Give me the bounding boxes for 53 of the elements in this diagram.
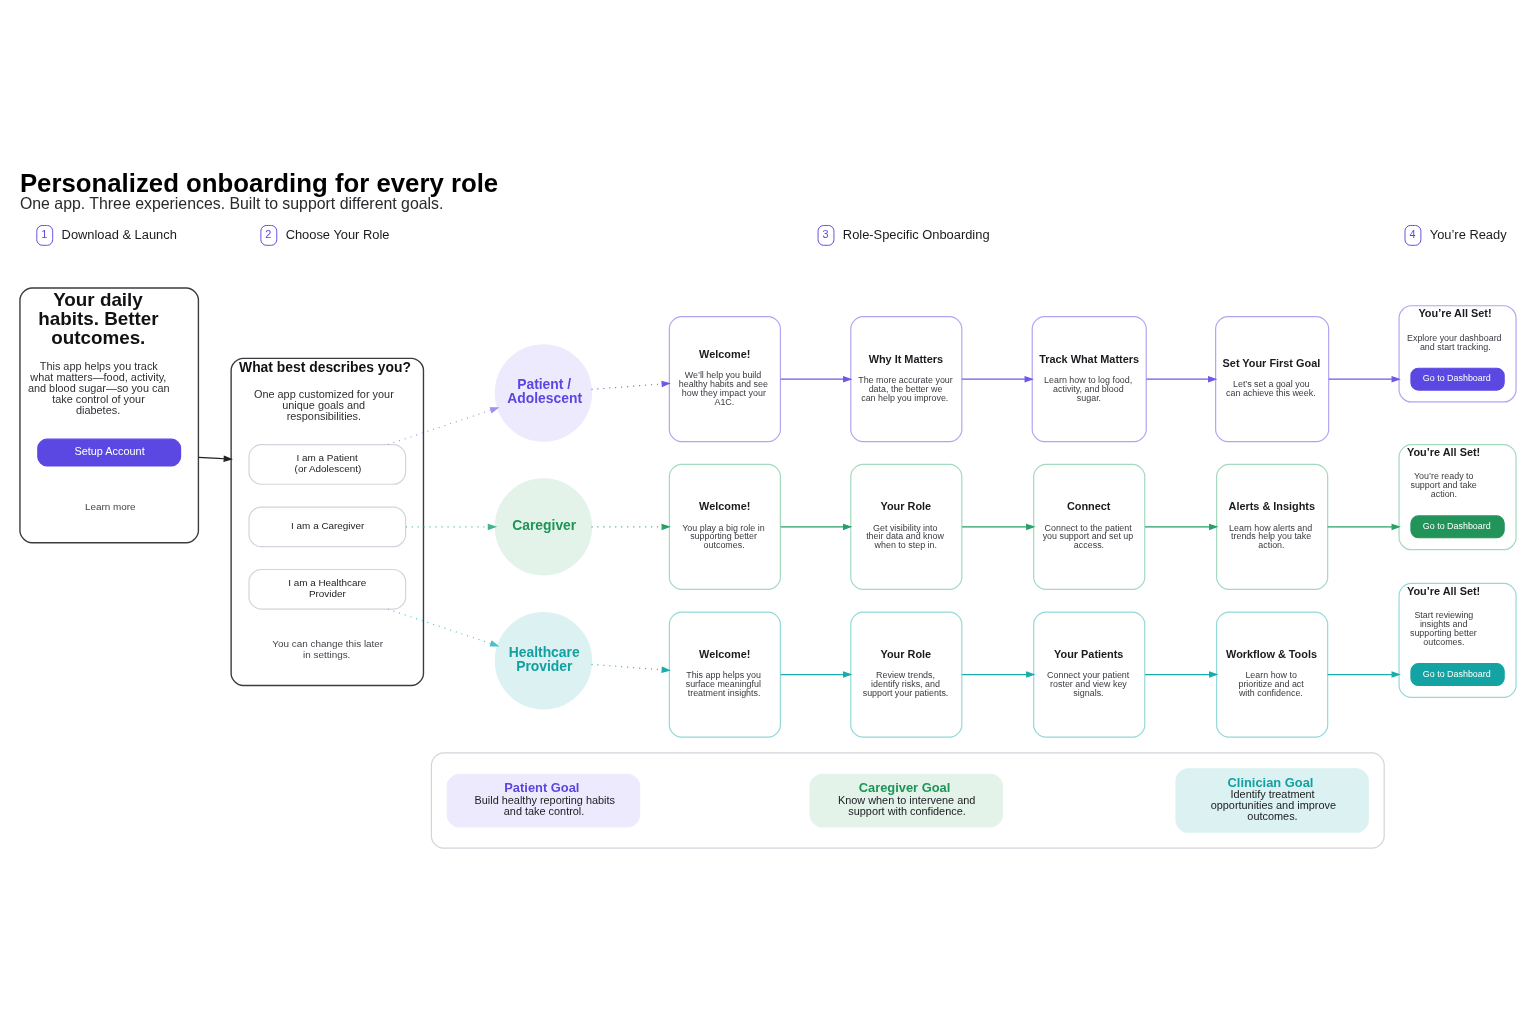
arrow [591,380,671,390]
arrow [961,375,1034,383]
arrow [405,523,498,531]
arrow [1145,375,1218,383]
node-box: Set Your First Goal Let’s set a goal you can achieve this week. [1215,316,1330,443]
arrow [387,608,500,647]
arrow [1144,523,1219,531]
node-box: Go to Dashboard [1410,367,1505,391]
arrow [1327,671,1401,678]
node-box: I am a Caregiver [248,506,407,548]
node-box: 2 [260,224,278,246]
node-circle: Caregiver [494,478,593,576]
node-circle: Patient / Adolescent [494,344,593,442]
arrow [1328,375,1401,383]
node-box: I am a Healthcare Provider [248,568,407,610]
arrow [961,671,1036,678]
node-circle: Healthcare Provider [494,612,593,710]
cluster [430,752,1385,849]
arrow [1144,671,1219,678]
arrow [961,523,1036,531]
node-box: Setup Account [37,438,182,467]
node-box: Alerts & Insights Learn how alerts and trends help you take action. [1216,463,1329,590]
node-label: Choose Your Role [285,226,390,242]
node-box: Your Role Get visibility into their data and know when to step in. [850,463,963,590]
node-box: Track What Matters Learn how to log food, activity, and blood sugar. [1031,316,1147,443]
node-label: Role-Specific Onboarding [842,226,990,242]
arrow [780,523,853,531]
arrow [780,671,853,678]
arrow [197,455,233,463]
arrow [780,375,853,383]
node-box: Workflow & Tools Learn how to prioritize and act with confidence. [1216,611,1329,738]
node-box: Go to Dashboard [1410,663,1505,687]
diagram-title: Personalized onboarding for every role [19,168,499,197]
node-box: Welcome! We’ll help you build healthy habits and see how they impact your A1C. [668,316,781,443]
node-box: 4 [1404,224,1422,246]
node-box: Why It Matters The more accurate your data, the better we can help you improve. [850,316,963,443]
node-box: Your Role Review trends, identify risks, and support your patients. [850,611,963,738]
node-box: I am a Patient (or Adolescent) [248,444,407,485]
node-box: Go to Dashboard [1410,515,1505,539]
node-box: 1 [36,224,54,246]
node-box: Clinician Goal Identify treatment opportunities and improve outcomes. [1175,768,1369,833]
arrow [591,663,671,674]
node-box: Your Patients Connect your patient roster and view key signals. [1033,611,1146,738]
arrow [387,407,500,446]
node-box: Welcome! You play a big role in supporting better outcomes. [668,463,781,590]
node-box: Welcome! This app helps you surface meaningful treatment insights. [668,611,781,738]
node-label: Download & Launch [61,226,177,242]
node-box: Caregiver Goal Know when to intervene and support with confidence. [809,773,1004,828]
arrow [591,523,671,531]
node-label: You’re Ready [1429,226,1507,242]
arrow [1327,523,1401,531]
node-box: 3 [817,224,835,246]
node-box: Connect Connect to the patient you support and set up access. [1033,463,1146,590]
